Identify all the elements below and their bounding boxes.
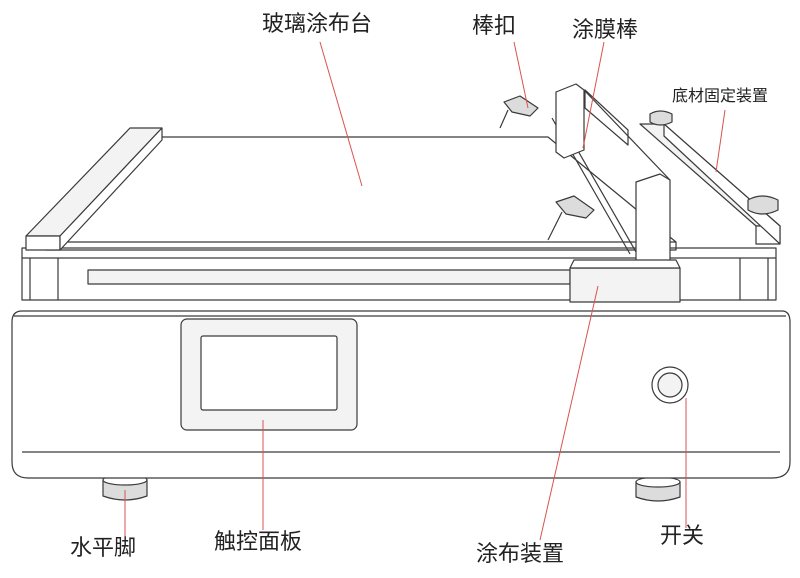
leader-rod-clamp xyxy=(513,41,529,109)
leader-coating-device xyxy=(539,285,599,541)
label-rod-clamp: 棒扣 xyxy=(472,14,517,39)
label-substrate-fixture: 底材固定装置 xyxy=(672,86,769,105)
leader-glass-table xyxy=(319,41,363,187)
touch-panel xyxy=(180,318,358,431)
label-leveling-feet: 水平脚 xyxy=(70,536,137,561)
label-glass-table: 玻璃涂布台 xyxy=(262,12,373,37)
label-switch: 开关 xyxy=(660,524,705,549)
leader-substrate-fixture xyxy=(715,109,726,173)
power-switch xyxy=(651,366,689,404)
coating-device-shape xyxy=(555,83,681,303)
label-coating-rod: 涂膜棒 xyxy=(572,18,639,43)
label-touch-panel: 触控面板 xyxy=(214,530,303,555)
leader-coating-rod xyxy=(582,41,605,149)
substrate-fixture-bar xyxy=(639,110,781,245)
label-coating-device: 涂布装置 xyxy=(476,542,565,567)
left-end-block xyxy=(25,127,163,251)
rod-clamps xyxy=(499,95,595,241)
